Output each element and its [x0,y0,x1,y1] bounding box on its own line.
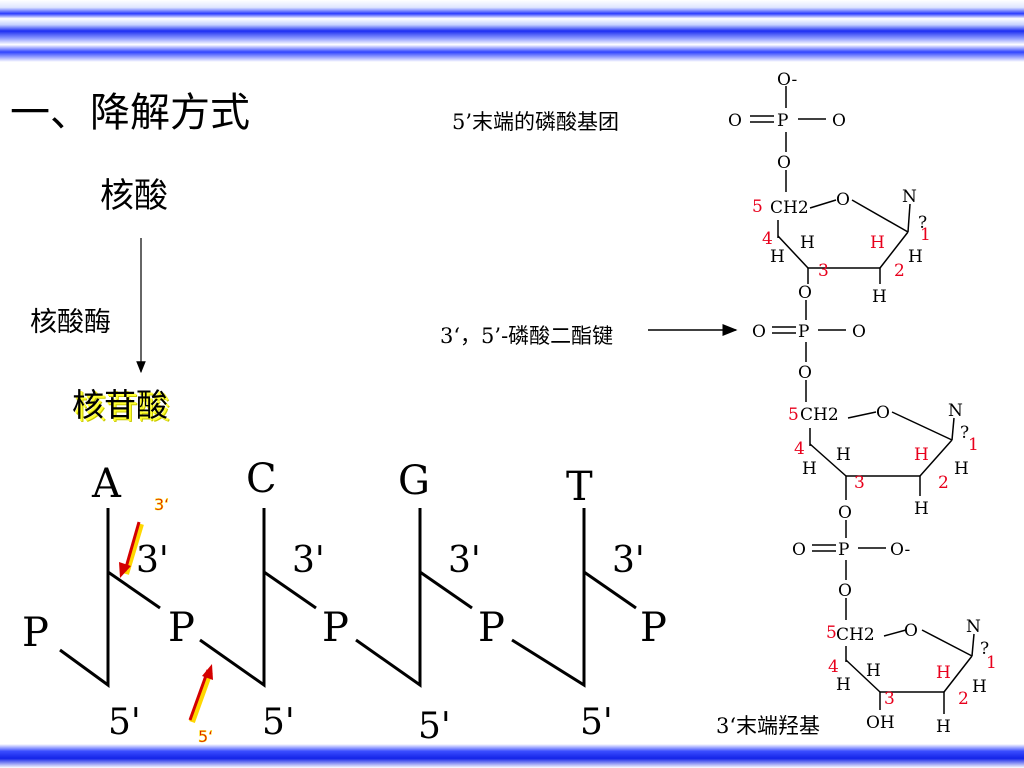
carbon-number: 3 [818,261,829,281]
five-prime-label: 5' [580,702,613,743]
atom-h: H [836,675,851,695]
three-prime-hydroxyl-note: 3‘末端羟基 [716,714,821,738]
atom-p: P [798,322,809,342]
structural-formula: O- O P O O CH2 O N ? H H H H H 5 4 3 2 1 [728,70,997,737]
carbon-number: 2 [894,261,905,281]
product-label: 核苷酸 [72,386,169,424]
atom-oh: OH [866,713,895,733]
carbon-number: 5 [752,197,763,217]
atom-h: H [954,459,969,479]
five-prime-label: 5' [108,702,141,743]
atom-o: O [728,111,742,131]
atom-o: O [838,581,852,601]
atom-h: H [972,677,987,697]
atom-h: H [866,661,881,681]
atom-h: H [872,287,887,307]
enzyme-label: 核酸酶 [30,307,111,338]
carbon-number: 4 [828,657,839,677]
cleavage-arrow-up [188,664,213,724]
atom-unknown: ? [960,423,969,443]
atom-o-minus: O- [890,540,910,560]
base-g: G [398,458,430,504]
atom-n: N [966,617,981,637]
atom-p: P [838,540,849,560]
atom-ch2: CH2 [770,198,809,218]
base-a: A [91,461,122,507]
five-prime-label: 5' [418,706,451,747]
atom-o: O [798,363,812,383]
cleavage-arrow-down [119,521,144,578]
atom-o: O [832,111,846,131]
phosphodiester-bond-note: 3‘，5’-磷酸二酯键 [440,324,614,348]
base-t: T [566,464,593,510]
phosphate-p: P [168,605,195,651]
bottom-decor-band [0,744,1024,768]
carbon-number: 2 [958,689,969,709]
three-prime-label: 3' [292,540,325,581]
carbon-number: 5 [826,623,837,643]
atom-h-red: H [936,663,951,683]
nucleic-acid-label: 核酸 [100,176,168,216]
strand-schematic: A C G T 3' 3' 3' 3' P P P P P 5' 5' 5' 5… [22,456,667,747]
base-c: C [246,456,277,502]
carbon-number: 3 [884,689,895,709]
slide-title: 一、降解方式 [10,90,250,136]
atom-ch2: CH2 [800,405,839,425]
atom-o: O [852,322,866,342]
atom-o: O [798,283,812,303]
atom-h: H [800,233,815,253]
three-prime-label: 3' [136,540,169,581]
atom-o: O [838,503,852,523]
carbon-number: 1 [920,225,931,245]
atom-ch2: CH2 [836,625,875,645]
five-prime-phosphate-note: 5’末端的磷酸基团 [452,110,620,134]
atom-o: O [836,190,850,210]
atom-o: O [752,322,766,342]
atom-h: H [908,247,923,267]
atom-n: N [948,401,963,421]
atom-h: H [936,717,951,737]
cleavage-label-5prime: 5‘ [198,727,213,746]
atom-h: H [914,499,929,519]
phosphate-p: P [478,605,505,651]
atom-o: O [792,540,806,560]
phosphate-p: P [22,610,49,656]
atom-o: O [777,153,791,173]
atom-h-red: H [870,233,885,253]
atom-h-red: H [914,445,929,465]
carbon-number: 5 [788,405,799,425]
carbon-number: 2 [938,473,949,493]
five-prime-label: 5' [262,702,295,743]
atom-unknown: ? [980,639,989,659]
atom-h: H [836,445,851,465]
carbon-number: 1 [986,653,997,673]
carbon-number: 4 [762,229,773,249]
atom-unknown: ? [918,213,927,233]
three-prime-label: 3' [448,540,481,581]
atom-p: P [777,111,788,131]
carbon-number: 1 [968,435,979,455]
cleavage-label-3prime: 3‘ [154,495,169,514]
atom-h: H [770,247,785,267]
atom-o: O [876,403,890,423]
carbon-number: 4 [794,439,805,459]
atom-o: O [904,621,918,641]
atom-n: N [902,187,917,207]
atom-h: H [802,459,817,479]
phosphate-p: P [322,605,349,651]
carbon-number: 3 [854,473,865,493]
phosphate-p: P [640,605,667,651]
atom-o-minus: O- [777,70,797,90]
top-decor-band [0,0,1024,62]
three-prime-label: 3' [612,540,645,581]
